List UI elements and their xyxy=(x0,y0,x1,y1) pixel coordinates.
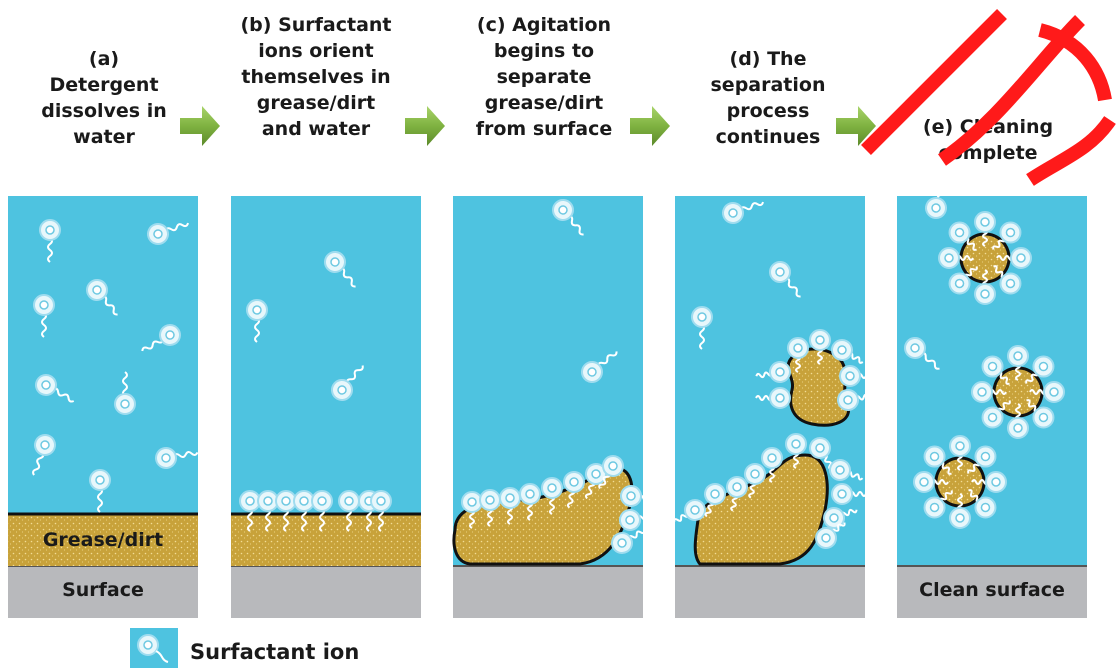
arrow-icon xyxy=(405,106,445,146)
legend-ion-icon xyxy=(130,628,178,668)
red-stamp-logo xyxy=(866,14,1110,180)
step-arrows xyxy=(180,106,876,146)
surfactant-ion xyxy=(840,366,874,386)
panels xyxy=(8,196,1087,618)
legend-label: Surfactant ion xyxy=(190,640,359,664)
surface-b xyxy=(231,566,421,618)
surface-d xyxy=(675,566,865,618)
surface-label: Surface xyxy=(8,579,198,601)
grease-layer-b xyxy=(231,514,421,566)
surface-c xyxy=(453,566,643,618)
clean-surface-label: Clean surface xyxy=(897,579,1087,601)
arrow-icon xyxy=(180,106,220,146)
grease-label: Grease/dirt xyxy=(8,529,198,551)
arrow-icon xyxy=(630,106,670,146)
